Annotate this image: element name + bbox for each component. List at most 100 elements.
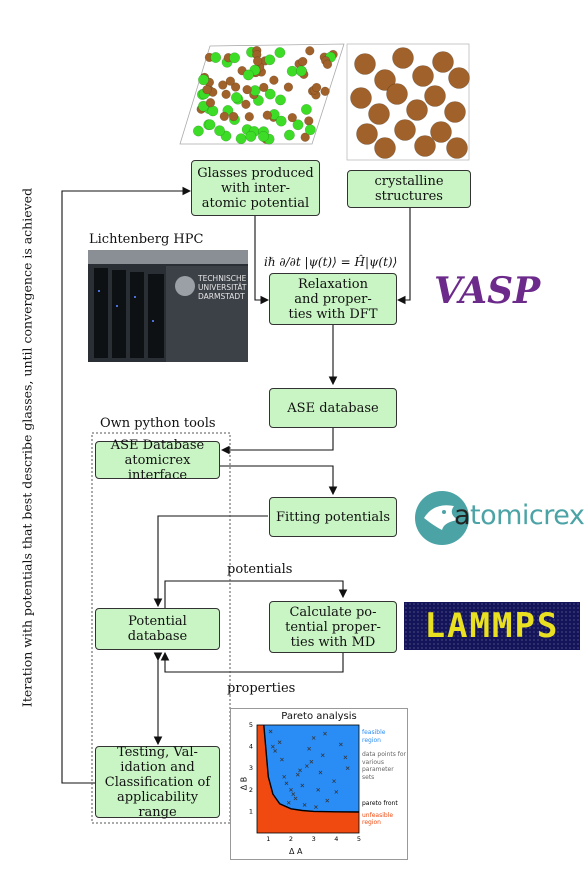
green-atom — [210, 52, 222, 63]
data-point — [280, 757, 284, 762]
data-point — [277, 740, 282, 745]
data-point — [298, 768, 302, 773]
brown-atom — [218, 80, 228, 90]
brown-atom — [430, 121, 452, 143]
y-tick-label: 2 — [249, 786, 253, 794]
green-atom — [275, 94, 286, 106]
vasp-logo: VASP — [434, 270, 541, 312]
brown-atom — [406, 99, 428, 121]
brown-atom — [225, 76, 236, 86]
data-point — [309, 759, 314, 764]
server-racks-drawing — [88, 250, 248, 362]
calculate-properties-box[interactable]: Calculate po- tential proper- ties with … — [269, 601, 397, 653]
crystalline-box[interactable]: crystalline structures — [347, 170, 471, 208]
atomicrex-logo: a tomicrex — [414, 490, 585, 546]
green-atom — [198, 74, 209, 86]
brown-atom — [350, 87, 372, 109]
brown-atom — [386, 83, 408, 105]
data-point — [323, 731, 327, 736]
green-atom — [242, 69, 254, 81]
feasible-region — [263, 725, 359, 812]
data-point — [273, 749, 277, 753]
glasses-box[interactable]: Glasses produced with inter- atomic pote… — [191, 160, 320, 216]
data-point — [339, 742, 343, 747]
iteration-label: Iteration with potentials that best desc… — [19, 187, 35, 708]
tu-darmstadt-logo-text: TECHNISCHE UNIVERSITÄT DARMSTADT — [198, 274, 247, 301]
green-atom — [304, 124, 316, 136]
data-point — [332, 779, 336, 784]
data-point — [291, 792, 296, 796]
green-atom — [204, 119, 216, 131]
testing-validation-box[interactable]: Testing, Val- idation and Classification… — [95, 745, 220, 820]
brown-atom — [202, 84, 212, 95]
brown-atom — [244, 112, 254, 122]
relaxation-box[interactable]: Relaxation and proper- ties with DFT — [269, 273, 397, 325]
atomicrex-a: a — [454, 500, 471, 531]
green-atom — [229, 52, 241, 64]
green-atom — [245, 130, 257, 142]
brown-atom — [424, 85, 446, 107]
brown-atom — [259, 82, 269, 93]
brown-atom — [394, 119, 416, 141]
brown-atom — [221, 89, 231, 99]
lichtenberg-label: Lichtenberg HPC — [89, 232, 204, 247]
brown-atom — [219, 111, 229, 122]
data-point — [316, 787, 321, 792]
green-atom — [264, 88, 276, 100]
data-point — [305, 764, 309, 768]
data-point — [282, 774, 287, 779]
brown-atom — [374, 137, 396, 159]
fitting-potentials-box[interactable]: Fitting potentials — [269, 497, 397, 537]
brown-atom — [269, 75, 279, 85]
brown-atom — [298, 56, 308, 67]
pareto-front-line — [263, 724, 360, 813]
potentials-label: potentials — [227, 562, 293, 577]
data-point — [320, 753, 325, 758]
brown-atom — [205, 98, 216, 108]
potential-database-box[interactable]: Potential database — [95, 608, 220, 650]
brown-atom — [392, 47, 414, 69]
lammps-logo: LAMMPS — [404, 602, 580, 650]
data-point — [302, 803, 307, 807]
data-point — [334, 790, 339, 794]
brown-atom — [356, 123, 378, 145]
brown-atom — [414, 135, 436, 157]
brown-atom — [230, 82, 241, 92]
brown-atom — [311, 82, 322, 93]
x-tick-label: 3 — [312, 835, 316, 843]
brown-atom — [446, 137, 468, 159]
data-point — [293, 796, 298, 801]
data-point — [268, 729, 273, 734]
brown-atom — [242, 84, 252, 95]
brown-atom — [300, 132, 310, 142]
brown-atom — [320, 86, 330, 96]
data-point — [284, 781, 289, 786]
green-atom — [264, 54, 276, 66]
green-atom — [257, 131, 269, 142]
ase-atomicrex-interface-box[interactable]: ASE Database atomicrex interface — [95, 438, 220, 483]
lichtenberg-hpc-photo: TECHNISCHE UNIVERSITÄT DARMSTADT — [88, 250, 248, 362]
brown-atom — [374, 69, 396, 91]
y-tick-label: 5 — [249, 721, 253, 729]
green-atom — [214, 125, 226, 137]
x-tick-label: 5 — [357, 835, 361, 843]
x-tick-label: 1 — [266, 835, 270, 843]
ase-database-box[interactable]: ASE database — [269, 388, 397, 428]
green-atom — [274, 47, 286, 59]
data-point — [300, 783, 305, 788]
pareto-title: Pareto analysis — [281, 711, 357, 722]
data-point — [345, 766, 350, 771]
data-point — [286, 800, 291, 805]
data-point — [289, 787, 293, 792]
green-atom — [275, 115, 287, 127]
brown-atom — [262, 110, 272, 120]
data-point — [325, 798, 330, 803]
green-atom — [300, 103, 312, 115]
brown-atom — [228, 111, 239, 122]
data-point — [307, 746, 311, 751]
brown-atom — [448, 67, 470, 89]
glass-structure-render — [179, 43, 345, 145]
brown-atom — [287, 112, 297, 123]
plot-frame — [256, 724, 360, 834]
